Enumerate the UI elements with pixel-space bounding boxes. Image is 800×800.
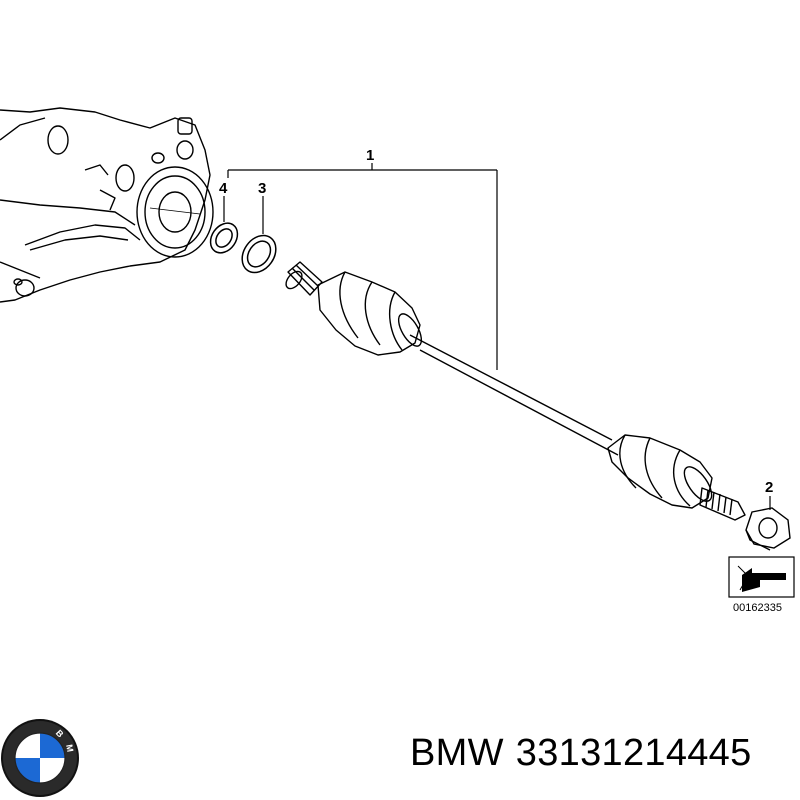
direction-box <box>728 556 795 598</box>
reference-code: 00162335 <box>733 602 782 614</box>
svg-text:BMW: BMW <box>0 0 77 762</box>
part-caption: BMW 33131214445 <box>410 732 764 775</box>
shim-ring-part <box>241 234 277 274</box>
callout-3: 3 <box>258 180 266 197</box>
part-number: 33131214445 <box>515 732 752 774</box>
logo-lettering: BMW <box>0 0 68 762</box>
callout-2: 2 <box>765 479 773 496</box>
brand-name: BMW <box>410 732 504 774</box>
callout-4: 4 <box>219 180 228 197</box>
callout-leaders <box>223 163 771 510</box>
arrow-down-left-icon <box>742 568 786 592</box>
axle-shaft-part <box>285 261 746 521</box>
differential-housing <box>0 107 214 303</box>
callout-1: 1 <box>366 147 374 164</box>
circlip-part <box>209 222 239 254</box>
collar-nut-part <box>745 507 791 551</box>
